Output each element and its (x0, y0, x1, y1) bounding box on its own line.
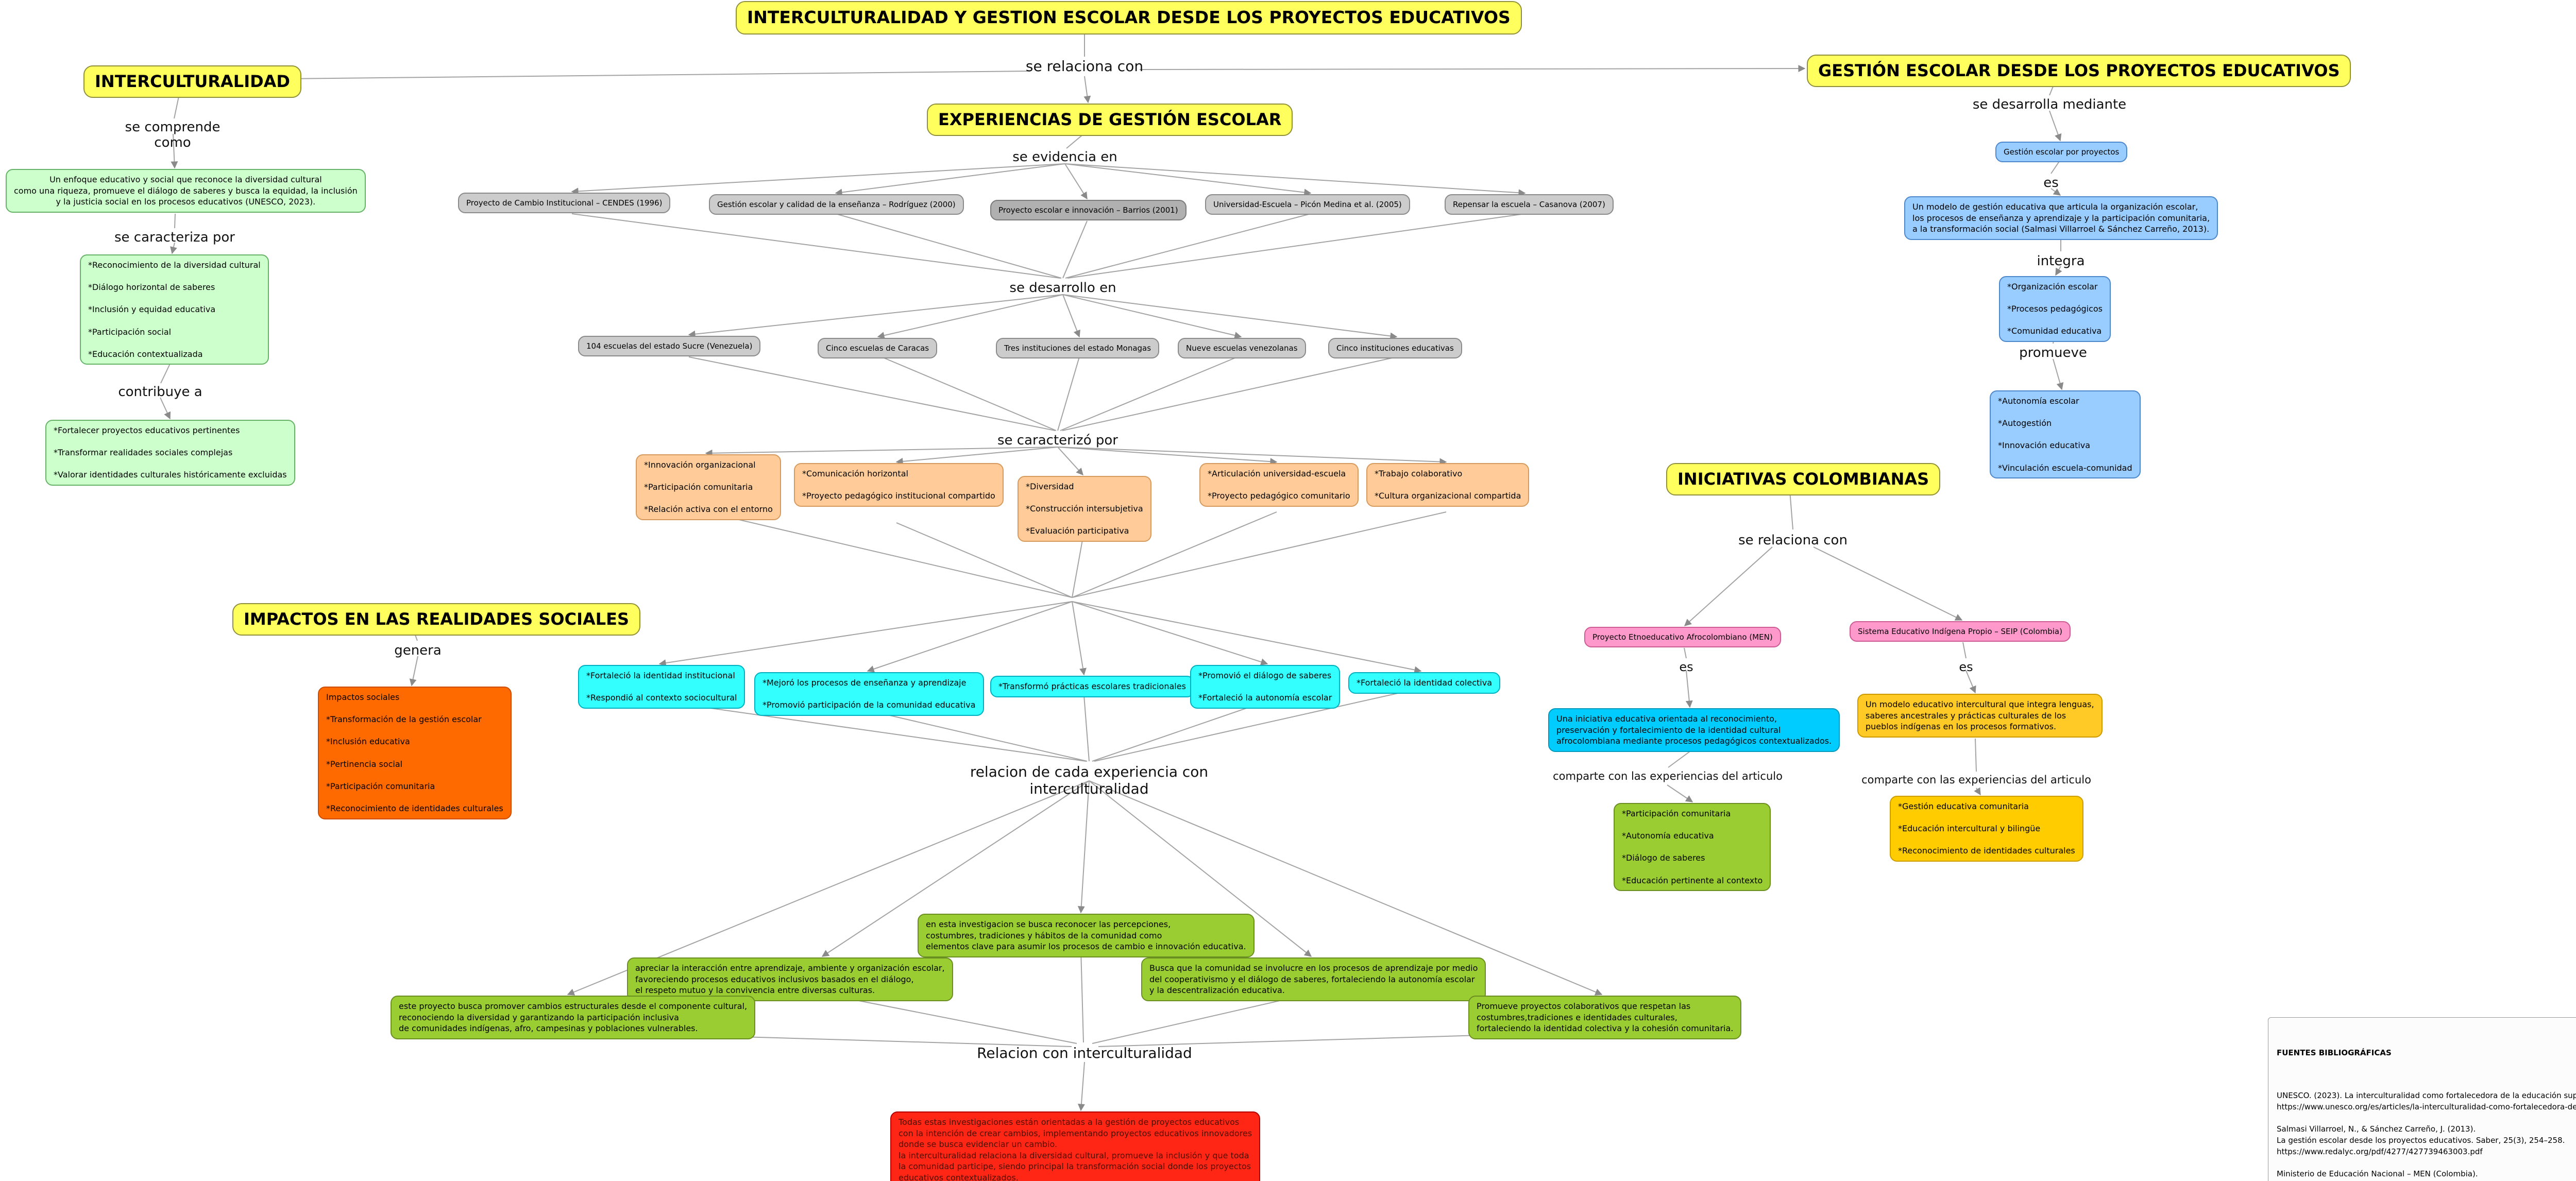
concept-gestion-promueve[interactable]: *Autonomía escolar *Autogestión *Innovac… (1990, 390, 2141, 479)
concept-afro[interactable]: Proyecto Etnoeducativo Afrocolombiano (M… (1584, 627, 1781, 648)
linking-relacion-final[interactable]: Relacion con interculturalidad (977, 1045, 1192, 1062)
concept-gestion-integra[interactable]: *Organización escolar *Procesos pedagógi… (1999, 276, 2111, 342)
linking-se-relaciona-con-iniciativas[interactable]: se relaciona con (1738, 533, 1848, 548)
concept-relacion-interaccion[interactable]: apreciar la interacción entre aprendizaj… (627, 957, 953, 1001)
concept-resultado-5[interactable]: *Fortaleció la identidad colectiva (1348, 672, 1500, 694)
concept-resultado-1[interactable]: *Fortaleció la identidad institucional *… (578, 665, 745, 709)
concept-caracteristica-5[interactable]: *Trabajo colaborativo *Cultura organizac… (1366, 463, 1530, 507)
concept-interculturalidad-caracteristicas[interactable]: *Reconocimiento de la diversidad cultura… (80, 254, 269, 365)
linking-se-desarrollo-en[interactable]: se desarrollo en (1009, 280, 1116, 296)
linking-integra[interactable]: integra (2037, 253, 2085, 269)
linking-comparte-afro[interactable]: comparte con las experiencias del articu… (1553, 770, 1783, 782)
concept-seip[interactable]: Sistema Educativo Indígena Propio – SEIP… (1850, 621, 2071, 642)
concept-caracteristica-1[interactable]: *Innovación organizacional *Participació… (636, 454, 781, 520)
linking-relacion-experiencias[interactable]: relacion de cada experiencia con intercu… (970, 763, 1209, 797)
concept-resultado-3[interactable]: *Transformó prácticas escolares tradicio… (990, 676, 1194, 697)
concept-iniciativas[interactable]: INICIATIVAS COLOMBIANAS (1666, 463, 1941, 496)
concept-map-title[interactable]: INTERCULTURALIDAD Y GESTION ESCOLAR DESD… (736, 1, 1522, 35)
concept-interculturalidad-contribuciones[interactable]: *Fortalecer proyectos educativos pertine… (45, 420, 295, 486)
concept-sintesis-final[interactable]: Todas estas investigaciones están orient… (890, 1111, 1261, 1181)
concept-contexto-caracas[interactable]: Cinco escuelas de Caracas (818, 338, 938, 359)
concept-contexto-nueve-escuelas[interactable]: Nueve escuelas venezolanas (1178, 338, 1306, 359)
linking-se-comprende-como[interactable]: se comprende como (125, 119, 221, 150)
bibliography-panel[interactable]: FUENTES BIBLIOGRÁFICAS UNESCO. (2023). L… (2268, 1017, 2576, 1181)
concept-afro-definicion[interactable]: Una iniciativa educativa orientada al re… (1548, 708, 1840, 752)
linking-comparte-seip[interactable]: comparte con las experiencias del articu… (1861, 774, 2091, 786)
linking-es-afro[interactable]: es (1679, 660, 1693, 674)
concept-resultado-4[interactable]: *Promovió el diálogo de saberes *Fortale… (1190, 665, 1341, 709)
linking-es-gestion[interactable]: es (2043, 175, 2059, 191)
concept-gestion-escolar[interactable]: GESTIÓN ESCOLAR DESDE LOS PROYECTOS EDUC… (1807, 55, 2351, 88)
concept-interculturalidad[interactable]: INTERCULTURALIDAD (83, 65, 301, 98)
concept-estudio-casanova[interactable]: Repensar la escuela – Casanova (2007) (1445, 194, 1614, 215)
concept-gestion-definicion[interactable]: Un modelo de gestión educativa que artic… (1904, 196, 2218, 240)
linking-se-caracterizo-por[interactable]: se caracterizó por (997, 433, 1118, 448)
linking-promueve[interactable]: promueve (2019, 345, 2087, 361)
linking-se-relaciona-con-top[interactable]: se relaciona con (1025, 58, 1144, 75)
concept-estudio-picon[interactable]: Universidad-Escuela – Picón Medina et al… (1205, 194, 1410, 215)
linking-se-evidencia-en[interactable]: se evidencia en (1012, 149, 1117, 165)
linking-se-caracteriza-por[interactable]: se caracteriza por (114, 230, 235, 245)
concept-impactos-lista[interactable]: Impactos sociales *Transformación de la … (318, 687, 512, 819)
bibliography-title: FUENTES BIBLIOGRÁFICAS (2277, 1048, 2392, 1057)
concept-seip-comparte[interactable]: *Gestión educativa comunitaria *Educació… (1890, 796, 2083, 862)
concept-estudio-rodriguez[interactable]: Gestión escolar y calidad de la enseñanz… (709, 194, 964, 215)
concept-afro-comparte[interactable]: *Participación comunitaria *Autonomía ed… (1614, 803, 1771, 892)
concept-caracteristica-4[interactable]: *Articulación universidad-escuela *Proye… (1199, 463, 1359, 507)
concept-contexto-cinco-instituciones[interactable]: Cinco instituciones educativas (1328, 338, 1462, 359)
concept-impactos[interactable]: IMPACTOS EN LAS REALIDADES SOCIALES (232, 603, 641, 636)
concept-estudio-cendes[interactable]: Proyecto de Cambio Institucional – CENDE… (458, 193, 671, 214)
concept-experiencias[interactable]: EXPERIENCIAS DE GESTIÓN ESCOLAR (927, 104, 1293, 136)
concept-relacion-comunidad[interactable]: Busca que la comunidad se involucre en l… (1141, 957, 1486, 1001)
concept-relacion-proyectos-colaborativos[interactable]: Promueve proyectos colaborativos que res… (1468, 996, 1742, 1039)
concept-contexto-sucre[interactable]: 104 escuelas del estado Sucre (Venezuela… (578, 336, 761, 357)
concept-gestion-por-proyectos[interactable]: Gestión escolar por proyectos (1995, 142, 2128, 163)
concept-relacion-cambios-estructurales[interactable]: este proyecto busca promover cambios est… (391, 996, 756, 1039)
concept-estudio-barrios[interactable]: Proyecto escolar e innovación – Barrios … (990, 200, 1187, 221)
concept-caracteristica-3[interactable]: *Diversidad *Construcción intersubjetiva… (1018, 476, 1151, 542)
concept-contexto-monagas[interactable]: Tres instituciones del estado Monagas (996, 338, 1160, 359)
concept-resultado-2[interactable]: *Mejoró los procesos de enseñanza y apre… (754, 672, 984, 716)
bibliography-text: UNESCO. (2023). La interculturalidad com… (2277, 1090, 2576, 1181)
linking-genera[interactable]: genera (394, 643, 442, 658)
concept-relacion-investigacion[interactable]: en esta investigacion se busca reconocer… (918, 914, 1255, 957)
linking-se-desarrolla-mediante[interactable]: se desarrolla mediante (1972, 97, 2127, 112)
linking-contribuye-a[interactable]: contribuye a (118, 384, 202, 400)
concept-seip-definicion[interactable]: Un modelo educativo intercultural que in… (1857, 694, 2103, 738)
concept-interculturalidad-definicion[interactable]: Un enfoque educativo y social que recono… (6, 169, 366, 213)
concept-caracteristica-2[interactable]: *Comunicación horizontal *Proyecto pedag… (794, 463, 1004, 507)
linking-es-seip[interactable]: es (1959, 660, 1973, 674)
